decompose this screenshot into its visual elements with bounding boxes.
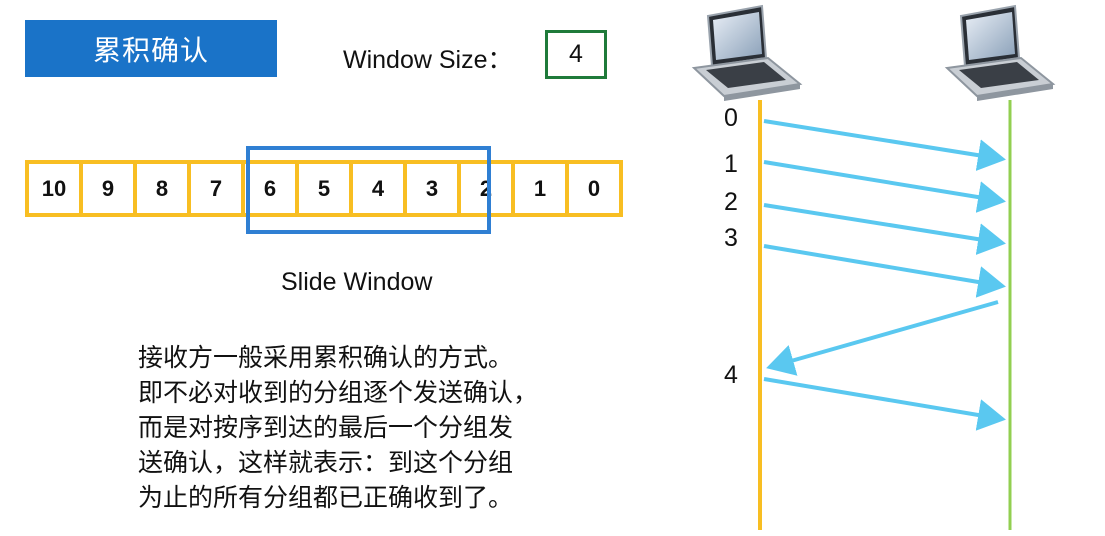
seq-label: 1	[724, 150, 738, 178]
packet-buffer: 10 9 8 7 6 5 4 3 2 1 0	[25, 160, 623, 217]
description-line: 即不必对收到的分组逐个发送确认，	[138, 378, 539, 407]
slide-window-caption: Slide Window	[281, 268, 433, 296]
receiver-laptop-icon	[944, 4, 1056, 101]
description-line: 为止的所有分组都已正确收到了。	[138, 483, 514, 512]
ack-arrow	[766, 300, 999, 376]
packet-arrow-2	[763, 203, 1006, 256]
packet-arrow-4	[763, 377, 1006, 431]
description-line: 送确认，这样就表示：到这个分组	[138, 448, 514, 477]
packet-cell: 0	[565, 160, 623, 217]
sender-laptop-icon	[691, 4, 803, 101]
packet-arrow-0	[763, 119, 1006, 172]
seq-label: 0	[724, 104, 738, 132]
packet-arrow-3	[763, 244, 1006, 298]
seq-label: 3	[724, 224, 738, 252]
window-size-number: 4	[569, 40, 583, 68]
seq-label: 4	[724, 361, 738, 389]
description-line: 接收方一般采用累积确认的方式。	[138, 343, 514, 372]
packet-arrow-1	[763, 160, 1006, 213]
seq-label: 2	[724, 188, 738, 216]
sliding-window-frame	[246, 146, 491, 234]
title-text: 累积确认	[92, 33, 209, 67]
window-size-value: 4	[545, 30, 607, 79]
title-badge: 累积确认	[25, 20, 277, 77]
window-size-label: Window Size：	[343, 46, 513, 74]
description-text: 接收方一般采用累积确认的方式。 即不必对收到的分组逐个发送确认， 而是对按序到达…	[138, 340, 608, 515]
description-line: 而是对按序到达的最后一个分组发	[138, 413, 514, 442]
